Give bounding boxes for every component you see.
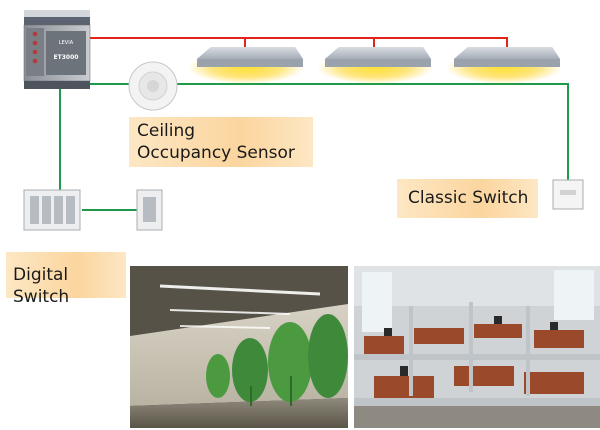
wall-switch-icon [136, 189, 163, 231]
classic-switch-icon [552, 179, 584, 210]
office-photo [354, 266, 600, 428]
power-wire [88, 37, 508, 50]
ceiling-label-line1: Ceiling [137, 121, 196, 141]
controller-brand: LEVIA [59, 40, 74, 46]
light-panel [446, 47, 562, 84]
light-panel [317, 47, 433, 84]
light-panel [188, 47, 304, 84]
ceiling-label-line2: Occupancy Sensor [137, 143, 295, 163]
digital-switch-icon [23, 189, 81, 231]
corridor-photo [130, 266, 348, 428]
classic-switch-label: Classic Switch [397, 179, 538, 218]
controller-unit: LEVIA ET3000 [23, 10, 91, 89]
digital-switch-label: Digital Switch [6, 252, 126, 307]
occupancy-sensor-icon [128, 61, 178, 111]
control-wire [59, 83, 569, 211]
ceiling-sensor-label: Ceiling Occupancy Sensor [129, 117, 313, 167]
controller-model: ET3000 [54, 54, 79, 61]
